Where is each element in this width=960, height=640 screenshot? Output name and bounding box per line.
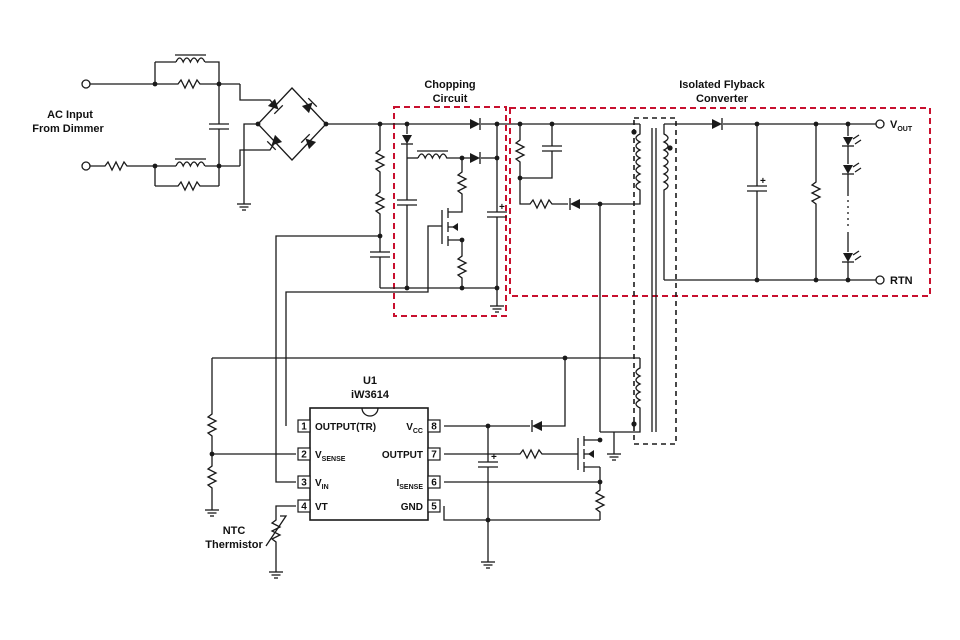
ic-notch bbox=[361, 407, 379, 417]
svg-text:+: + bbox=[491, 452, 497, 463]
ic-pins: 1 OUTPUT(TR) 2 VSENSE 3 VIN 4 VT 8 VCC 7 OUTPUT 6 ISE… bbox=[297, 419, 441, 513]
ac-input-terminal-bottom bbox=[81, 161, 91, 171]
ground-symbol-aux bbox=[606, 447, 622, 461]
ic-pin-name: OUTPUT bbox=[382, 450, 423, 461]
flyback-label-2: Converter bbox=[696, 93, 749, 105]
chopping-capacitor bbox=[397, 144, 417, 288]
output-bulk-capacitor bbox=[747, 124, 767, 280]
damping-resistor-top bbox=[155, 78, 240, 90]
ic-pin-8: 8 VCC bbox=[406, 419, 441, 435]
chopping-diode-horizontal bbox=[470, 152, 481, 164]
ic-pin-5: 5 GND bbox=[401, 499, 441, 513]
input-series-resistor bbox=[90, 160, 155, 172]
input-filter-inductor-top bbox=[175, 57, 206, 64]
ic-pin-number: 8 bbox=[431, 422, 437, 433]
x-capacitor bbox=[209, 84, 229, 166]
flyback-label-1: Isolated Flyback bbox=[679, 79, 765, 91]
ic-pin-3: 3 VIN bbox=[297, 475, 329, 491]
bus-divider-resistors bbox=[374, 124, 386, 236]
gate-bias-resistor bbox=[456, 158, 468, 210]
ic-pin-name: ISENSE bbox=[396, 478, 423, 491]
vcc-supply-diode bbox=[531, 420, 542, 432]
svg-text:+: + bbox=[760, 176, 766, 187]
ic-pin-2: 2 VSENSE bbox=[297, 447, 346, 463]
ground-symbol-bridge bbox=[236, 197, 252, 211]
flyback-boundary bbox=[509, 107, 931, 297]
clamp-diode bbox=[569, 198, 580, 210]
vout-terminal bbox=[875, 119, 885, 129]
vout-label: VOUT bbox=[890, 119, 913, 133]
ic-pin-number: 6 bbox=[431, 478, 437, 489]
chopping-mosfet bbox=[285, 208, 463, 426]
ic-pin-number: 1 bbox=[301, 422, 307, 433]
ground-symbol-chopping bbox=[489, 299, 505, 313]
ground-symbol-ic bbox=[480, 555, 496, 569]
ac-input-label-1: AC Input bbox=[47, 109, 93, 121]
main-switch-mosfet bbox=[577, 436, 600, 472]
ic-pin-1: 1 OUTPUT(TR) bbox=[297, 419, 376, 433]
flyback-converter: Isolated Flyback Converter + bbox=[509, 79, 931, 445]
chopping-circuit: Chopping Circuit + bbox=[275, 79, 552, 483]
ic-pin-name: VCC bbox=[406, 422, 423, 435]
gate-drive-resistor bbox=[444, 448, 578, 460]
ic-pin-name: VSENSE bbox=[315, 450, 346, 463]
controller-ic-section: U1 iW3614 1 OUTPUT(TR) 2 VSENSE 3 VIN 4 VT 8 VCC 7… bbox=[204, 355, 622, 579]
transformer-secondary-winding bbox=[662, 124, 669, 280]
ground-symbol-vsense bbox=[204, 503, 220, 517]
bus-filter-capacitor bbox=[370, 236, 390, 288]
ic-pin-name: VIN bbox=[315, 478, 329, 491]
rtn-terminal bbox=[875, 275, 885, 285]
output-rectifier-diode bbox=[712, 118, 723, 130]
vsense-divider-resistors bbox=[206, 358, 218, 504]
ground-symbol-ntc bbox=[268, 565, 284, 579]
ic-pin-name: VT bbox=[315, 502, 328, 513]
ac-input-section: AC Input From Dimmer bbox=[32, 54, 329, 211]
chopping-label-1: Chopping bbox=[424, 79, 475, 91]
damping-resistor-bottom bbox=[155, 180, 219, 192]
ac-input-label-2: From Dimmer bbox=[32, 123, 104, 135]
bridge-rectifier bbox=[239, 84, 329, 166]
ic-pin-number: 7 bbox=[431, 450, 437, 461]
svg-text:+: + bbox=[499, 202, 505, 213]
current-sense-resistor bbox=[594, 482, 606, 520]
ic-pin-number: 5 bbox=[431, 502, 437, 513]
ic-part-number: iW3614 bbox=[351, 389, 390, 401]
led-string bbox=[842, 124, 862, 280]
ic-pin-6: 6 ISENSE bbox=[396, 475, 441, 491]
input-filter-inductor-bottom bbox=[175, 161, 206, 168]
ic-pin-number: 2 bbox=[301, 450, 307, 461]
rtn-label: RTN bbox=[890, 275, 913, 287]
ntc-label-1: NTC bbox=[223, 525, 246, 537]
ic-pin-7: 7 OUTPUT bbox=[382, 447, 441, 461]
transformer-boundary bbox=[633, 117, 677, 445]
clamp-resistor-network bbox=[514, 124, 568, 210]
ntc-thermistor bbox=[270, 505, 296, 566]
ic-body bbox=[309, 407, 429, 521]
ic-pin-4: 4 VT bbox=[297, 499, 328, 513]
chopping-label-2: Circuit bbox=[433, 93, 468, 105]
ntc-label-2: Thermistor bbox=[205, 539, 263, 551]
ic-pin-name: OUTPUT(TR) bbox=[315, 422, 376, 433]
chopping-output-capacitor bbox=[487, 124, 507, 288]
ic-pin-name: GND bbox=[401, 502, 423, 513]
ic-reference: U1 bbox=[363, 375, 377, 387]
output-bleeder-resistor bbox=[810, 124, 822, 280]
chopping-circuit-boundary bbox=[393, 106, 507, 317]
ic-pin-number: 4 bbox=[301, 502, 307, 513]
chopping-diode-vertical bbox=[401, 135, 413, 145]
ac-input-terminal-top bbox=[81, 79, 91, 89]
ic-pin-number: 3 bbox=[301, 478, 307, 489]
bus-series-diode bbox=[470, 118, 481, 130]
transformer-aux-winding bbox=[635, 358, 642, 422]
source-sense-resistor bbox=[456, 240, 468, 288]
transformer-primary-winding bbox=[600, 124, 642, 205]
clamp-capacitor bbox=[520, 124, 562, 179]
vcc-capacitor bbox=[478, 426, 498, 520]
chopping-inductor bbox=[417, 153, 470, 160]
